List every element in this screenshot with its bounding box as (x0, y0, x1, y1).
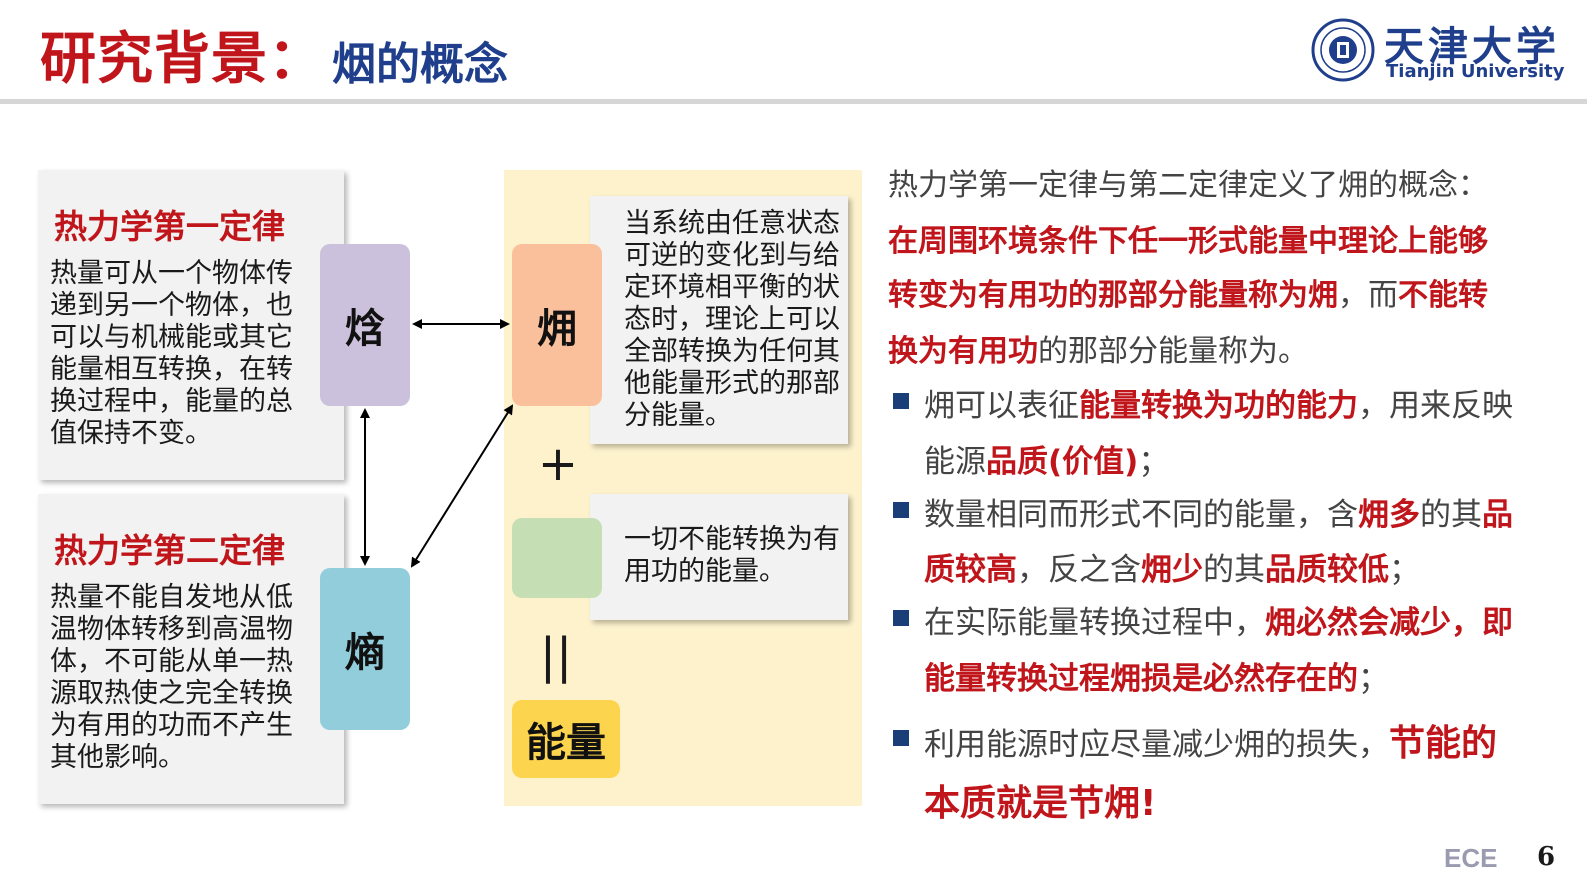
anergy-description: 一切不能转换为有 用功的能量。 (624, 524, 840, 587)
bullet-3-line-1: 在实际能量转换过程中，㶲必然会减少，即 (924, 605, 1513, 641)
enthalpy-tag: 焓 (320, 244, 410, 406)
exergy-tag: 㶲 (512, 244, 602, 406)
bullet-1-line-2: 能源品质(价值)； (924, 444, 1170, 480)
anergy-tag (512, 518, 602, 598)
entropy-tag: 熵 (320, 568, 410, 730)
bullet-2-line-2: 质较高，反之含㶲少的其品质较低； (924, 552, 1420, 588)
bullet-4-line-2: 本质就是节㶲! (924, 783, 1157, 824)
bullet-3-icon (893, 610, 909, 626)
first-law-text: 热量可从一个物体传 递到另一个物体，也 可以与机械能或其它 能量相互转换，在转 … (50, 258, 293, 449)
exergy-description: 当系统由任意状态 可逆的变化到与给 定环境相平衡的状 态时，理论上可以 全部转换… (624, 208, 840, 431)
exergy-description-box: 当系统由任意状态 可逆的变化到与给 定环境相平衡的状 态时，理论上可以 全部转换… (590, 196, 848, 444)
page-number: 6 (1537, 842, 1556, 872)
second-law-heading: 热力学第二定律 (54, 531, 285, 570)
university-name-cn: 天津大学 (1384, 23, 1560, 70)
definition-line-3: 换为有用功的那部分能量称为。 (888, 334, 1308, 369)
first-law-card: 热力学第一定律 热量可从一个物体传 递到另一个物体，也 可以与机械能或其它 能量… (38, 170, 344, 480)
plus-sign: + (537, 436, 579, 492)
bullet-2-line-1: 数量相同而形式不同的能量，含㶲多的其品 (924, 497, 1513, 533)
definition-line-1: 在周围环境条件下任一形式能量中理论上能够 (888, 224, 1488, 259)
concept-intro: 热力学第一定律与第二定律定义了㶲的概念： (888, 168, 1488, 203)
definition-line-2: 转变为有用功的那部分能量称为㶲，而不能转 (888, 278, 1488, 313)
ece-logo-icon: ECE (1444, 846, 1497, 870)
page-title: 研究背景： (40, 27, 325, 92)
bullet-3-line-2: 能量转换过程㶲损是必然存在的； (924, 661, 1389, 697)
bullet-1-line-1: 㶲可以表征能量转换为功的能力，用来反映 (924, 388, 1513, 424)
bullet-2-icon (893, 502, 909, 518)
bullet-4-line-1: 利用能源时应尽量减少㶲的损失，节能的 (924, 723, 1498, 764)
second-law-card: 热力学第二定律 热量不能自发地从低 温物体转移到高温物 体，不可能从单一热 源取… (38, 494, 344, 804)
first-law-heading: 热力学第一定律 (54, 207, 285, 246)
bullet-4-icon (893, 730, 909, 746)
university-seal-icon (1311, 18, 1375, 82)
header-divider (0, 99, 1587, 104)
second-law-text: 热量不能自发地从低 温物体转移到高温物 体，不可能从单一热 源取热使之完全转换 … (50, 582, 293, 773)
page-subtitle: 烟的概念 (332, 39, 508, 90)
university-name-en: Tianjin University (1386, 61, 1565, 82)
bullet-1-icon (893, 393, 909, 409)
svg-text:ECE: ECE (1444, 846, 1497, 870)
energy-tag: 能量 (512, 700, 620, 778)
anergy-description-box: 一切不能转换为有 用功的能量。 (590, 494, 848, 620)
exergy-entropy-arrow (410, 404, 514, 568)
equals-sign: || (539, 628, 573, 684)
